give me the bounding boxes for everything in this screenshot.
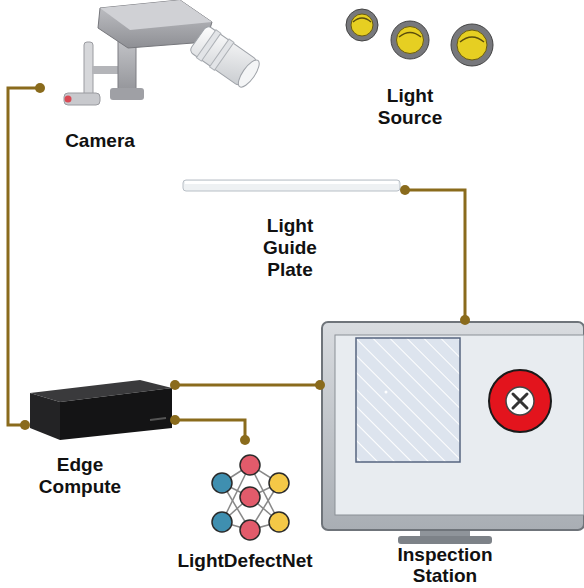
light-source-icon (346, 9, 493, 66)
component-label: Light Source (365, 85, 455, 129)
component-label: Edge Compute (30, 454, 130, 498)
component-label: LightDefectNet (162, 550, 328, 572)
light-guide-plate-icon (183, 180, 400, 191)
connector-line (170, 380, 325, 390)
component-label: Light Guide Plate (250, 215, 330, 281)
component-node: LightDefectNet (160, 440, 330, 585)
component-node: Edge Compute (25, 378, 175, 498)
connector-line (8, 83, 45, 430)
edge-compute-icon (30, 380, 172, 440)
component-label: Inspection Station (382, 544, 508, 586)
monitor-icon (322, 322, 584, 544)
connector-line (170, 415, 250, 445)
component-node: Light Source (335, 5, 505, 130)
camera-icon (64, 0, 263, 105)
component-node: Light Guide Plate (180, 175, 405, 295)
component-node: Inspection Station (320, 320, 584, 588)
connector-line (400, 185, 470, 325)
component-node: Camera (40, 0, 255, 160)
neural-net-icon (212, 455, 289, 540)
component-label: Camera (40, 130, 160, 152)
